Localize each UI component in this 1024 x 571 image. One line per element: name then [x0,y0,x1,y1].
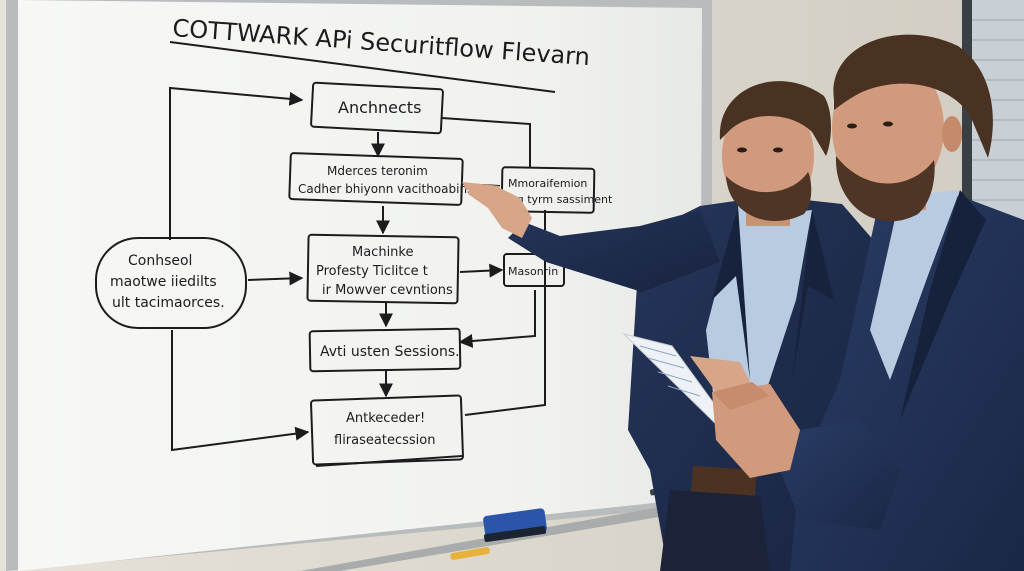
svg-text:Avti usten Sessions.: Avti usten Sessions. [320,344,460,360]
flow-connectors [169,86,546,452]
flow-pill-left: Conhseol maotwe iiedilts ult tacimaorces… [95,237,247,329]
svg-text:Profesty Ticlitce t: Profesty Ticlitce t [316,264,428,279]
svg-text:Conhseol: Conhseol [128,253,192,269]
eraser-icon [483,508,547,543]
flow-box-architects: Anchnects [310,81,444,135]
window [962,0,1024,240]
svg-text:ir Mowver cevntions: ir Mowver cevntions [322,283,453,298]
svg-text:Mderces teronim: Mderces teronim [327,164,428,178]
flow-box-bottom: Antkeceder! fliraseatecssion [310,394,464,467]
svg-text:Mmoraifemion: Mmoraifemion [508,177,587,190]
svg-text:Machinke: Machinke [352,245,413,260]
person-foreground [712,34,1024,571]
svg-text:fliraseatecssion: fliraseatecssion [334,433,435,448]
svg-text:Anchnects: Anchnects [338,98,421,117]
svg-text:Antkeceder!: Antkeceder! [346,411,425,426]
flow-box-right-top: Mmoraifemion ag tyrm sassiment [500,166,613,214]
svg-text:Cadher bhiyonn vacithoabins: Cadher bhiyonn vacithoabins [298,182,473,196]
flow-box-machinke: Machinke Profesty Ticlitce t ir Mowver c… [306,233,460,305]
svg-text:ag tyrm sassiment: ag tyrm sassiment [510,193,613,206]
svg-text:maotwe iiedilts: maotwe iiedilts [110,274,217,290]
marker-pen-icon [450,547,490,560]
flow-box-sessions: Avti usten Sessions. [308,327,462,373]
svg-text:ult tacimaorces.: ult tacimaorces. [112,295,225,311]
flow-box-middle-top: Mderces teronim Cadher bhiyonn vacithoab… [288,152,473,206]
svg-text:Masonrin: Masonrin [508,265,558,278]
